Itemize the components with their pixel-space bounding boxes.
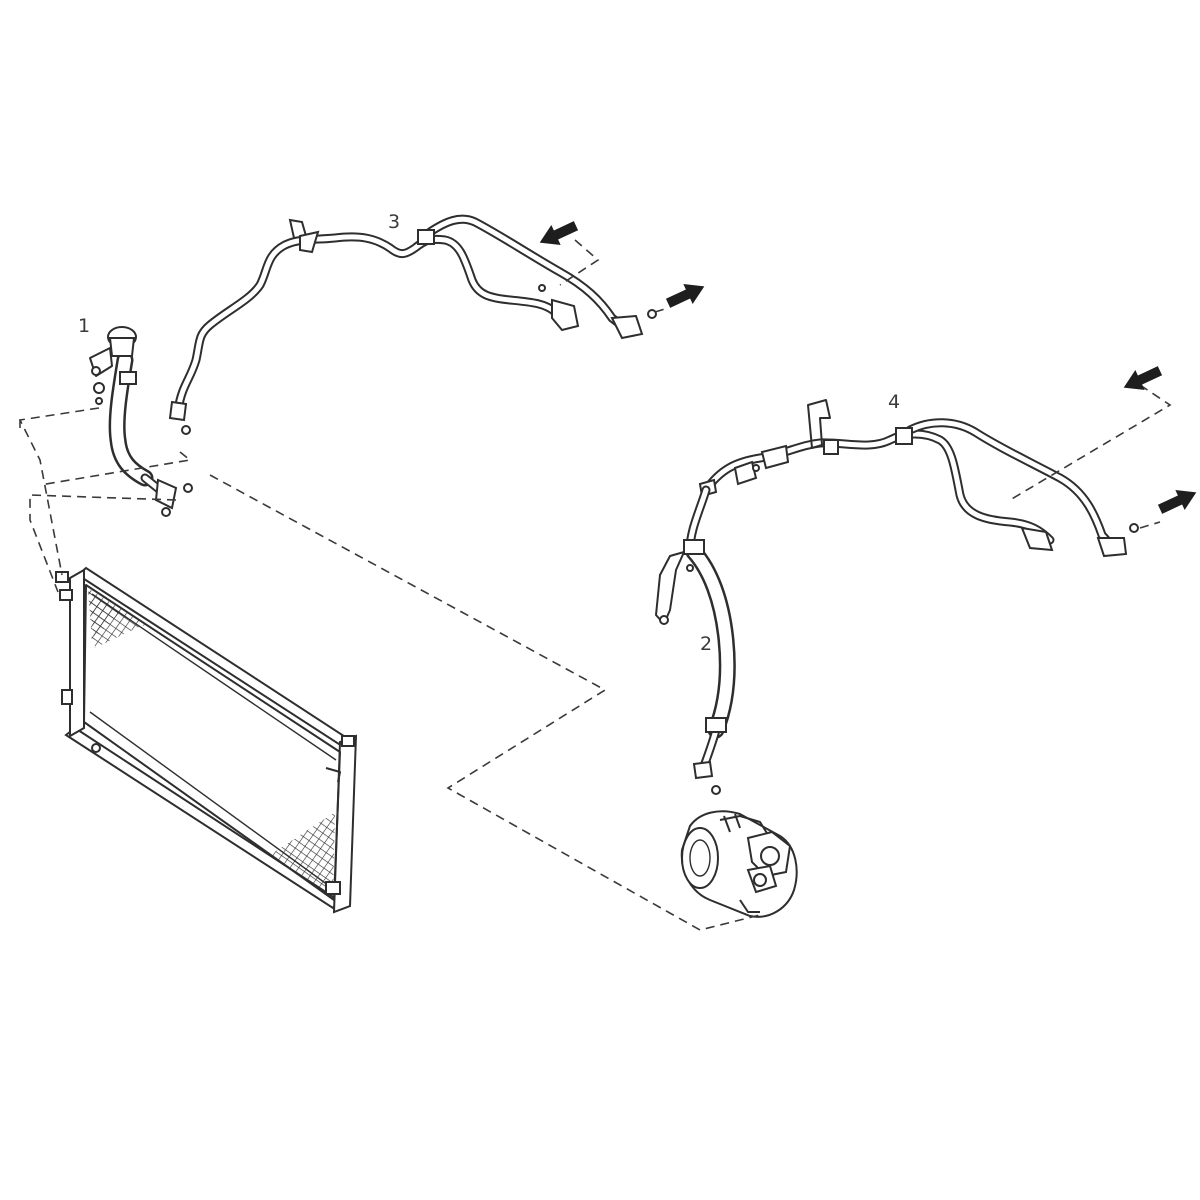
arrow-up-left-icon <box>1123 366 1163 390</box>
condenser-bottom-rail <box>64 726 340 910</box>
callout-1: 1 <box>78 315 90 337</box>
flow-arrows <box>539 221 1197 514</box>
condenser-fin-mesh-bottom <box>270 812 335 896</box>
compressor <box>680 810 798 918</box>
pipe-assembly-3 <box>168 214 657 435</box>
hose-assembly-1 <box>89 326 193 517</box>
pipe-clamp <box>895 427 913 445</box>
callout-2: 2 <box>700 633 712 655</box>
arrow-right-icon <box>665 284 705 308</box>
callout-3: 3 <box>388 211 400 233</box>
pipe-assembly-4 <box>698 399 1139 558</box>
compressor-clutch-pulley <box>681 827 719 889</box>
arrow-up-left-icon <box>539 221 579 245</box>
arrow-right-icon <box>1157 490 1197 514</box>
condenser <box>55 566 358 914</box>
pipe-clamp <box>417 229 435 245</box>
leader-lines <box>18 239 1172 931</box>
condenser-fin-mesh-top <box>88 588 145 648</box>
callout-4: 4 <box>888 391 900 413</box>
condenser-core <box>83 584 341 901</box>
condenser-top-rail <box>76 566 352 750</box>
condenser-left-tank <box>69 568 85 738</box>
hose-assembly-2 <box>655 485 736 795</box>
